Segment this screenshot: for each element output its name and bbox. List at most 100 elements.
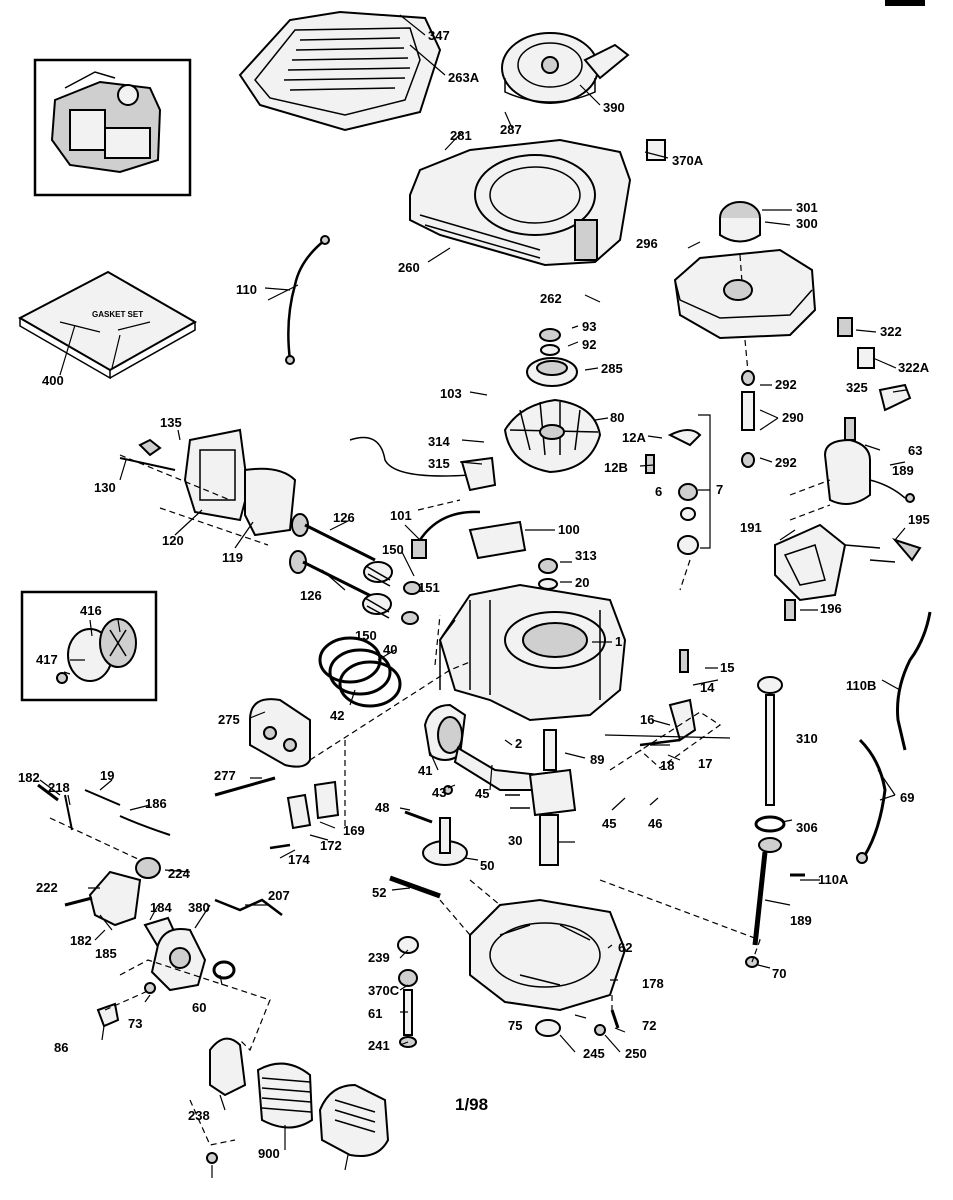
part-15: [679, 649, 689, 673]
callout-218: 218: [48, 780, 70, 795]
callout-305: 189: [790, 913, 812, 928]
callout-186: 186: [145, 796, 167, 811]
callout-6: 6: [655, 484, 662, 499]
part-313: [538, 558, 558, 574]
gasket-172: [286, 793, 312, 830]
callout-275: 275: [218, 712, 240, 727]
callout-245: 900: [258, 1146, 280, 1161]
part-325: [878, 383, 912, 412]
callout-126a: 126: [333, 510, 355, 525]
callout-103: 103: [440, 386, 462, 401]
callout-296: 296: [636, 236, 658, 251]
callout-182b: 182: [70, 933, 92, 948]
callout-30: 30: [508, 833, 522, 848]
decal-370C: [96, 1002, 120, 1028]
callout-310: 310: [796, 731, 818, 746]
callout-12B: 12B: [604, 460, 628, 475]
callout-101: 101: [390, 508, 412, 523]
throttle-links: [37, 783, 171, 836]
callout-189: 63: [908, 443, 922, 458]
callout-70: 178: [642, 976, 664, 991]
camshaft-50: [389, 817, 468, 899]
piston-41: [423, 703, 467, 761]
callout-178: 73: [128, 1016, 142, 1031]
callout-185: 185: [95, 946, 117, 961]
wire-110A: [858, 738, 887, 856]
callout-313: 313: [575, 548, 597, 563]
callout-120: 120: [162, 533, 184, 548]
rewind-starter-390: [501, 32, 630, 104]
part-239: [212, 960, 236, 980]
blower-housing-260: [409, 138, 632, 267]
part-20: [538, 578, 558, 590]
callout-260: 260: [398, 260, 420, 275]
callout-174: 174: [288, 852, 310, 867]
callout-52: 52: [372, 885, 386, 900]
filter-element-245: [256, 1062, 314, 1129]
callout-263A: 263A: [448, 70, 480, 85]
callout-17: 17: [698, 756, 712, 771]
cylinder-block-1: [438, 583, 627, 722]
callout-315: 315: [428, 456, 450, 471]
callout-277: 277: [214, 768, 236, 783]
dipstick-310: [745, 676, 805, 968]
callout-196: 196: [820, 601, 842, 616]
flywheel-90: [503, 328, 602, 474]
callout-80: 80: [610, 410, 624, 425]
part-16: [668, 698, 697, 742]
callout-400: 400: [42, 373, 64, 388]
callout-292a: 292: [775, 377, 797, 392]
corner-mark: [885, 0, 925, 6]
callout-73: 75: [508, 1018, 522, 1033]
callout-110: 110: [236, 282, 257, 297]
gasket-set-label: GASKET SET: [92, 310, 143, 319]
engine-inset-900: [33, 58, 192, 197]
leader-lines: [39, 14, 907, 1178]
callout-305b: 189: [892, 463, 914, 478]
ignition-100: [468, 520, 527, 560]
callout-150a: 150: [382, 542, 404, 557]
gasket-169: [313, 780, 340, 820]
gasket-set-400: GASKET SET: [17, 270, 198, 380]
carburetor-380: [64, 870, 283, 992]
callout-48: 48: [375, 800, 389, 815]
wire-110: [287, 239, 326, 361]
air-filter-base-241: [209, 1037, 247, 1097]
wire-101: [418, 510, 481, 541]
callout-301: 301: [796, 200, 818, 215]
callout-130: 130: [94, 480, 116, 495]
callout-14: 14: [700, 680, 715, 695]
bolt-277: [214, 776, 276, 797]
callout-12A: 12A: [622, 430, 646, 445]
decal-370A: [646, 139, 666, 161]
valves-126: [289, 513, 376, 600]
callout-45a: 45: [475, 786, 489, 801]
callout-119: 119: [222, 550, 243, 565]
fuel-line-290: [741, 370, 755, 468]
callout-224: 224: [168, 866, 190, 881]
callout-285: 285: [601, 361, 623, 376]
callout-19: 19: [100, 768, 114, 783]
callout-417: 417: [36, 652, 58, 667]
callout-86: 72: [642, 1018, 656, 1033]
callout-15: 15: [720, 660, 734, 675]
callout-40: 40: [383, 642, 397, 657]
callout-222: 222: [36, 880, 58, 895]
callout-287: 287: [500, 122, 522, 137]
callout-370A: 370A: [672, 153, 704, 168]
callout-322A: 322A: [898, 360, 930, 375]
wire-315: [349, 436, 471, 477]
springs-150: [362, 561, 421, 625]
solenoid-305: [823, 417, 915, 505]
callout-89: 89: [590, 752, 604, 767]
callout-75: 245: [583, 1046, 605, 1061]
callout-182a: 182: [18, 770, 40, 785]
callout-72: 250: [625, 1046, 647, 1061]
callout-309: 110A: [818, 872, 849, 887]
callout-7: 7: [716, 482, 723, 497]
callout-172: 172: [320, 838, 342, 853]
callout-45b: 45: [602, 816, 616, 831]
callout-110B: 110B: [846, 678, 876, 693]
sump-69: [469, 898, 627, 1012]
